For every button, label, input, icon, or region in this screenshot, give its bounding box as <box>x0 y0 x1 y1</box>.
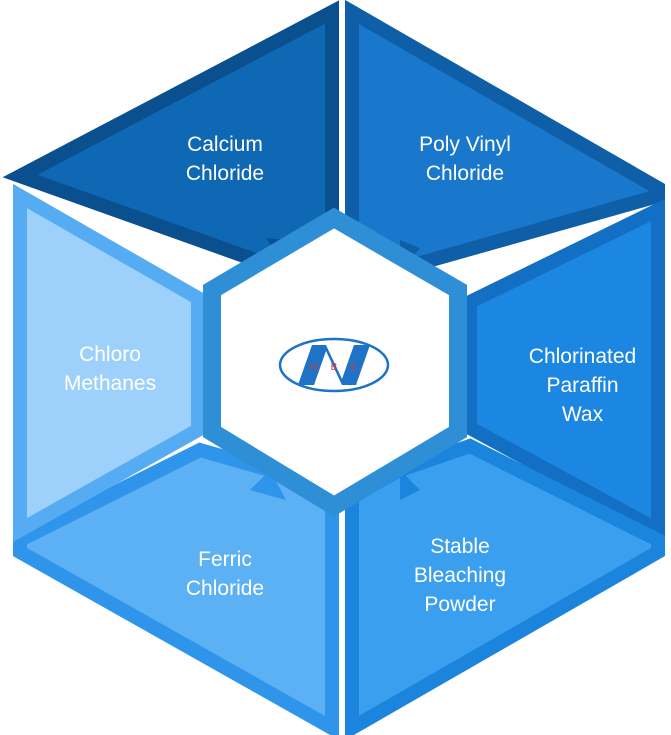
label-line: Chloride <box>425 162 505 185</box>
label-line: Chlorinated <box>528 345 637 368</box>
center-hexagon-ring <box>203 207 467 517</box>
label-line: Chloro <box>79 343 141 366</box>
label-line: Wax <box>561 403 604 426</box>
label-line: Chloride <box>185 162 265 185</box>
logo-letter-e: E <box>351 362 358 373</box>
label-line: Stable <box>430 535 490 558</box>
label-chloro-methanes: Chloro Methanes <box>40 340 180 398</box>
label-line: Ferric <box>198 548 252 571</box>
label-stable-bleaching-powder: Stable Bleaching Powder <box>390 532 530 619</box>
label-line: Methanes <box>63 372 157 395</box>
pointer-arrow-bottom-right <box>400 470 420 500</box>
pointer-arrow-bottom-left <box>250 470 286 500</box>
label-poly-vinyl-chloride: Poly Vinyl Chloride <box>395 130 535 188</box>
label-calcium-chloride: Calcium Chloride <box>160 130 290 188</box>
segment-left <box>13 183 205 542</box>
nbe-logo: N B E <box>278 337 390 393</box>
label-line: Bleaching <box>413 564 507 587</box>
label-line: Chloride <box>185 577 265 600</box>
label-line: Paraffin <box>546 374 619 397</box>
logo-ellipse <box>278 337 390 393</box>
logo-letter-n: N <box>310 362 317 373</box>
label-line: Calcium <box>187 133 263 156</box>
label-line: Poly Vinyl <box>419 133 511 156</box>
logo-n-glyph <box>298 345 370 385</box>
logo-letter-b: B <box>331 362 338 373</box>
label-ferric-chloride: Ferric Chloride <box>160 545 290 603</box>
label-chlorinated-paraffin-wax: Chlorinated Paraffin Wax <box>510 342 655 429</box>
label-line: Powder <box>424 593 496 616</box>
segment-right <box>463 198 665 542</box>
